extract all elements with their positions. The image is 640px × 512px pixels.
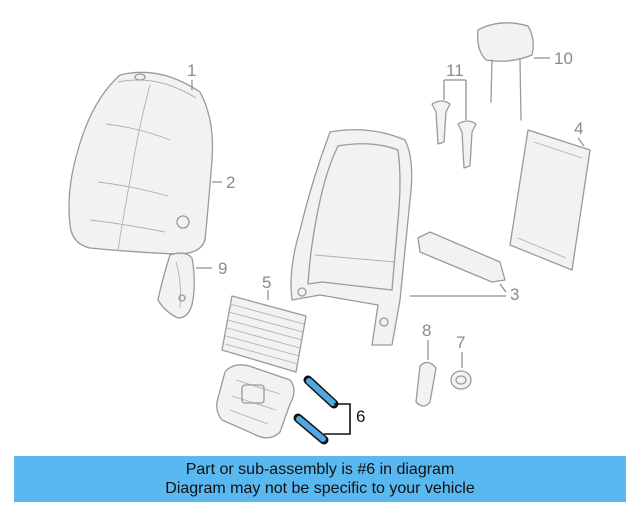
callout-6[interactable]: 6 <box>356 407 365 426</box>
callout-labels: 1 2 3 4 5 6 7 8 9 10 11 <box>187 49 583 426</box>
part-10-headrest[interactable] <box>477 22 534 121</box>
banner-line-1: Part or sub-assembly is #6 in diagram <box>185 461 455 478</box>
callout-1[interactable]: 1 <box>187 61 196 80</box>
callout-4[interactable]: 4 <box>574 119 583 138</box>
part-11-headrest-guides[interactable] <box>431 100 477 169</box>
part-4-back-panel[interactable] <box>509 129 591 271</box>
banner-line-2: Diagram may not be specific to your vehi… <box>165 480 475 497</box>
part-6-springs[interactable] <box>293 375 339 445</box>
part-1-seat-back-cushion[interactable] <box>68 71 214 255</box>
callout-7[interactable]: 7 <box>456 333 465 352</box>
part-9-trim-bracket[interactable] <box>157 252 195 319</box>
callout-2[interactable]: 2 <box>226 173 235 192</box>
callout-9[interactable]: 9 <box>218 259 227 278</box>
part-5-lumbar-support[interactable] <box>216 295 307 439</box>
callout-10[interactable]: 10 <box>554 49 573 68</box>
part-3-seat-back-frame[interactable] <box>290 129 506 346</box>
part-7-knob[interactable] <box>450 370 472 390</box>
part-8-recliner-handle[interactable] <box>415 361 437 407</box>
callout-11[interactable]: 11 <box>446 61 464 80</box>
parts-diagram: 1 2 3 4 5 6 7 8 9 10 11 <box>68 22 591 445</box>
callout-leaders <box>191 57 585 435</box>
callout-3[interactable]: 3 <box>510 285 519 304</box>
info-banner: Part or sub-assembly is #6 in diagram Di… <box>14 456 626 502</box>
callout-8[interactable]: 8 <box>422 321 431 340</box>
callout-5[interactable]: 5 <box>262 273 271 292</box>
